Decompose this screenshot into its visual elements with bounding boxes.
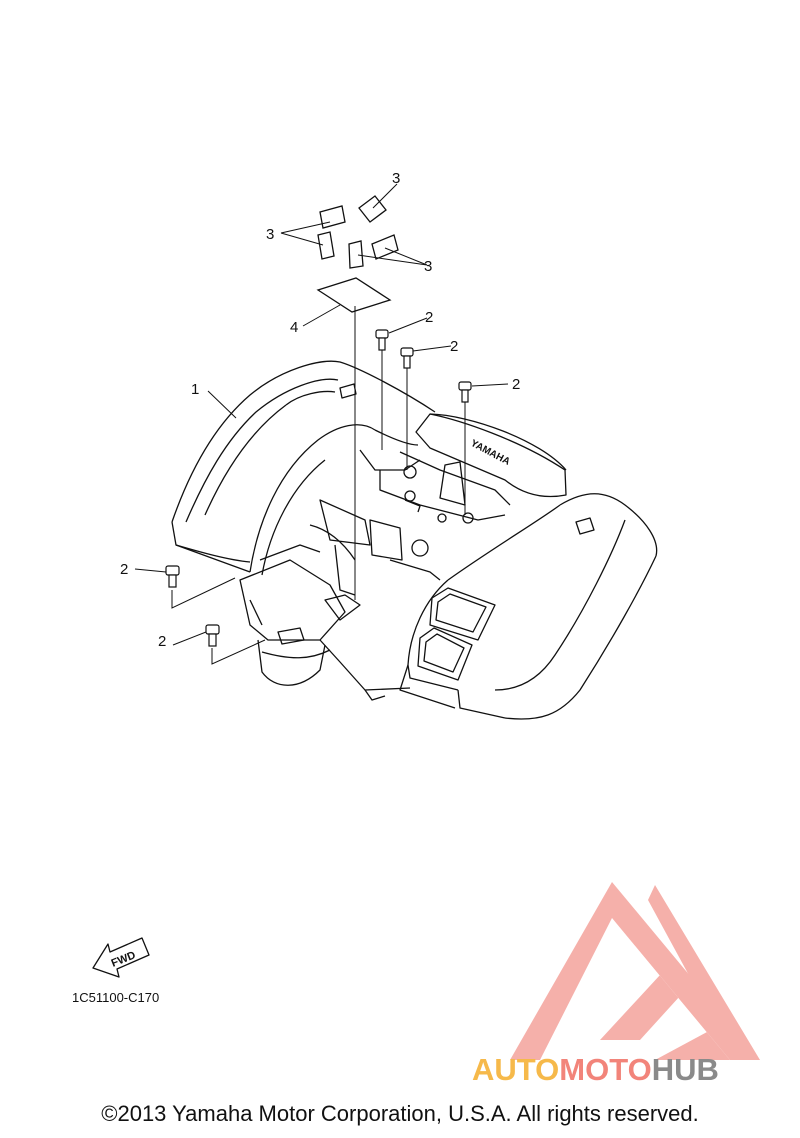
callout-2-c: 2 bbox=[512, 376, 520, 393]
diagram-code: 1C51100-C170 bbox=[72, 990, 160, 1005]
callout-3-left: 3 bbox=[266, 226, 274, 243]
bolt-2-e bbox=[205, 624, 220, 647]
watermark-wordmark: AUTOMOTOHUB bbox=[472, 1052, 719, 1088]
bolt-2-c bbox=[458, 381, 472, 403]
bolt-2-d bbox=[165, 565, 180, 588]
decal-3-top-left bbox=[319, 205, 346, 229]
decal-3-top-right bbox=[358, 195, 387, 223]
callout-3-right: 3 bbox=[424, 258, 432, 275]
callout-2-b: 2 bbox=[450, 338, 458, 355]
watermark-word-hub: HUB bbox=[651, 1052, 719, 1087]
bolt-2-b bbox=[400, 347, 414, 369]
bolt-2-a bbox=[375, 329, 389, 351]
decal-4-part bbox=[316, 277, 392, 313]
bolt-parts bbox=[165, 329, 472, 647]
rear-fender-part bbox=[171, 360, 658, 720]
callout-2-e: 2 bbox=[158, 633, 166, 650]
copyright-notice: ©2013 Yamaha Motor Corporation, U.S.A. A… bbox=[101, 1101, 699, 1126]
decal-parts bbox=[317, 195, 399, 269]
callout-4: 4 bbox=[290, 319, 298, 336]
callout-1: 1 bbox=[191, 381, 199, 398]
watermark-triangle-logo bbox=[510, 882, 760, 1060]
fwd-arrow-icon: FWD bbox=[92, 937, 150, 978]
leader-lines bbox=[134, 183, 509, 665]
callout-2-d: 2 bbox=[120, 561, 128, 578]
watermark-word-auto: AUTO bbox=[472, 1052, 560, 1087]
decal-3-mid-center bbox=[348, 240, 364, 269]
callout-2-a: 2 bbox=[425, 309, 433, 326]
fender-logo-text: YAMAHA bbox=[469, 438, 512, 468]
watermark-word-moto: MOTO bbox=[559, 1052, 652, 1087]
decal-3-mid-left bbox=[317, 231, 335, 260]
callout-3-top: 3 bbox=[392, 170, 400, 187]
decal-3-mid-right bbox=[371, 234, 399, 260]
